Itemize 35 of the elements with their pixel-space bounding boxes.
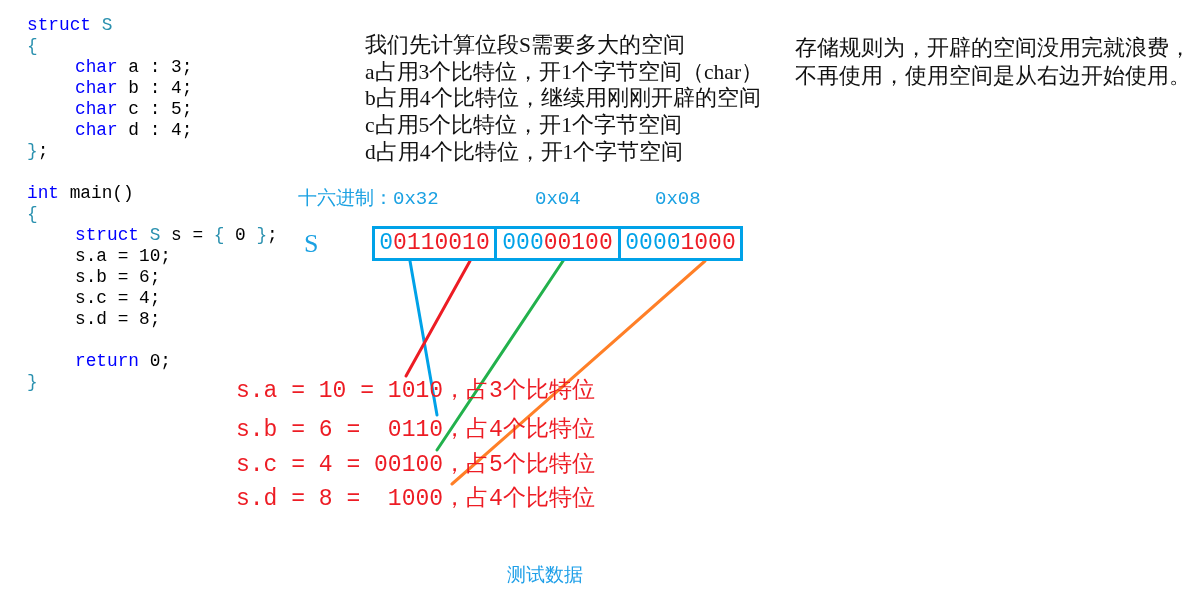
hex-value-label: 十六进制：0x32 — [298, 187, 439, 211]
leader-line — [404, 259, 472, 378]
code-line: s.d = 8; — [75, 309, 161, 330]
code-line: s.b = 6; — [75, 267, 161, 288]
code-line: { — [27, 204, 38, 225]
code-line: char b : 4; — [75, 78, 193, 99]
memory-byte-cell: 00110010 — [372, 226, 494, 261]
code-line: s.c = 4; — [75, 288, 161, 309]
explanation-text: d占用4个比特位，开1个字节空间 — [365, 138, 684, 165]
code-line: char c : 5; — [75, 99, 193, 120]
code-line: s.a = 10; — [75, 246, 172, 267]
variable-label: S — [304, 229, 319, 259]
code-line: } — [27, 372, 38, 393]
code-line: struct S s = { 0 }; — [75, 225, 278, 246]
note-text: 存储规则为，开辟的空间没用完就浪费，不再使用，使用空间是从右边开始使用。 — [795, 35, 1192, 90]
memory-byte-cell: 00001000 — [618, 226, 743, 261]
code-line: char d : 4; — [75, 120, 193, 141]
leader-line — [450, 259, 707, 486]
code-line: }; — [27, 141, 49, 162]
hex-value-label: 0x04 — [535, 187, 581, 211]
code-line: return 0; — [75, 351, 172, 372]
code-line: { — [27, 36, 38, 57]
code-line: char a : 3; — [75, 57, 193, 78]
hex-value-label: 0x08 — [655, 187, 701, 211]
leader-line — [435, 259, 565, 452]
value-text: s.d = 8 = 1000，占4个比特位 — [236, 484, 595, 514]
explanation-text: b占用4个比特位，继续用刚刚开辟的空间 — [365, 85, 761, 112]
caption-text: 测试数据 — [507, 563, 583, 587]
memory-byte-cell: 00000100 — [494, 226, 618, 261]
code-line: struct S — [27, 15, 113, 36]
explanation-text: c占用5个比特位，开1个字节空间 — [365, 112, 683, 139]
explanation-text: 我们先计算位段S需要多大的空间 — [365, 32, 685, 58]
code-line: int main() — [27, 183, 134, 204]
explanation-text: a占用3个比特位，开1个字节空间（char） — [365, 58, 764, 85]
leader-line — [408, 259, 439, 417]
